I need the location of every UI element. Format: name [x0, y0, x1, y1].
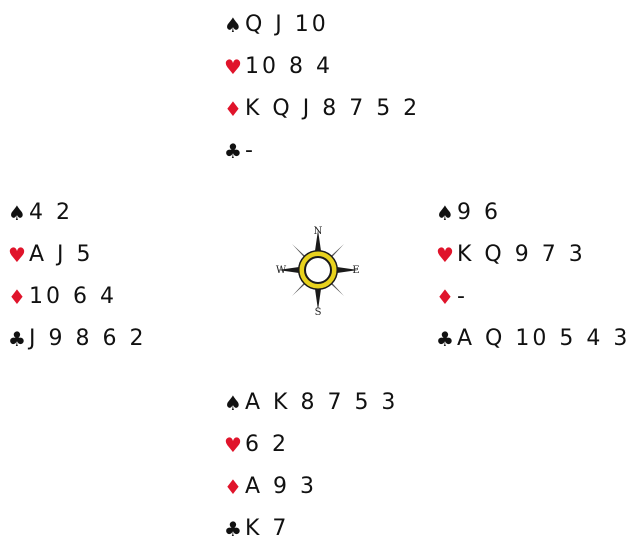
club-icon: ♣: [436, 327, 454, 351]
compass-rose-icon: N S E W: [276, 226, 360, 318]
south-clubs-cards: K 7: [245, 516, 290, 541]
west-clubs-row: ♣ J 9 8 6 2: [8, 318, 146, 360]
west-clubs-cards: J 9 8 6 2: [29, 326, 147, 351]
south-diamonds-cards: A 9 3: [245, 474, 318, 499]
west-hearts-cards: A J 5: [29, 242, 94, 267]
east-spades-row: ♠ 9 6: [436, 192, 630, 234]
east-hearts-row: ♥ K Q 9 7 3: [436, 234, 630, 276]
east-clubs-cards: A Q 10 5 4 3: [457, 326, 630, 351]
compass-inner-ring: [304, 256, 332, 284]
west-hearts-row: ♥ A J 5: [8, 234, 146, 276]
north-diamonds-row: ♦ K Q J 8 7 5 2: [224, 88, 420, 130]
north-hearts-row: ♥ 10 8 4: [224, 46, 420, 88]
east-spades-cards: 9 6: [457, 200, 501, 225]
heart-icon: ♥: [224, 433, 242, 457]
east-diamonds-row: ♦ -: [436, 276, 630, 318]
south-spades-cards: A K 8 7 5 3: [245, 390, 399, 415]
spade-icon: ♠: [436, 201, 454, 225]
heart-icon: ♥: [8, 243, 26, 267]
west-spades-cards: 4 2: [29, 200, 73, 225]
east-diamonds-cards: -: [457, 284, 468, 309]
east-clubs-row: ♣ A Q 10 5 4 3: [436, 318, 630, 360]
diamond-icon: ♦: [224, 475, 242, 499]
south-hearts-row: ♥ 6 2: [224, 424, 398, 466]
diamond-icon: ♦: [224, 97, 242, 121]
north-spades-row: ♠ Q J 10: [224, 4, 420, 46]
south-hand: ♠ A K 8 7 5 3 ♥ 6 2 ♦ A 9 3 ♣ K 7: [224, 382, 398, 550]
north-hearts-cards: 10 8 4: [245, 54, 333, 79]
west-diamonds-cards: 10 6 4: [29, 284, 117, 309]
north-diamonds-cards: K Q J 8 7 5 2: [245, 96, 421, 121]
west-diamonds-row: ♦ 10 6 4: [8, 276, 146, 318]
spade-icon: ♠: [224, 391, 242, 415]
north-clubs-row: ♣ -: [224, 130, 420, 172]
compass-label-e: E: [352, 265, 359, 276]
compass-outer-ring: [298, 250, 338, 290]
compass-label-n: N: [314, 226, 323, 237]
heart-icon: ♥: [436, 243, 454, 267]
compass-label-w: W: [276, 265, 287, 276]
north-hand: ♠ Q J 10 ♥ 10 8 4 ♦ K Q J 8 7 5 2 ♣ -: [224, 4, 420, 172]
south-clubs-row: ♣ K 7: [224, 508, 398, 550]
west-hand: ♠ 4 2 ♥ A J 5 ♦ 10 6 4 ♣ J 9 8 6 2: [8, 192, 146, 360]
diamond-icon: ♦: [8, 285, 26, 309]
south-hearts-cards: 6 2: [245, 432, 289, 457]
compass-label-s: S: [315, 307, 322, 318]
south-spades-row: ♠ A K 8 7 5 3: [224, 382, 398, 424]
club-icon: ♣: [8, 327, 26, 351]
east-hand: ♠ 9 6 ♥ K Q 9 7 3 ♦ - ♣ A Q 10 5 4 3: [436, 192, 630, 360]
south-diamonds-row: ♦ A 9 3: [224, 466, 398, 508]
north-spades-cards: Q J 10: [245, 12, 329, 37]
west-spades-row: ♠ 4 2: [8, 192, 146, 234]
club-icon: ♣: [224, 139, 242, 163]
compass-gold-ring: [299, 251, 337, 289]
club-icon: ♣: [224, 517, 242, 541]
spade-icon: ♠: [224, 13, 242, 37]
east-hearts-cards: K Q 9 7 3: [457, 242, 586, 267]
diamond-icon: ♦: [436, 285, 454, 309]
north-clubs-cards: -: [245, 138, 256, 163]
heart-icon: ♥: [224, 55, 242, 79]
spade-icon: ♠: [8, 201, 26, 225]
